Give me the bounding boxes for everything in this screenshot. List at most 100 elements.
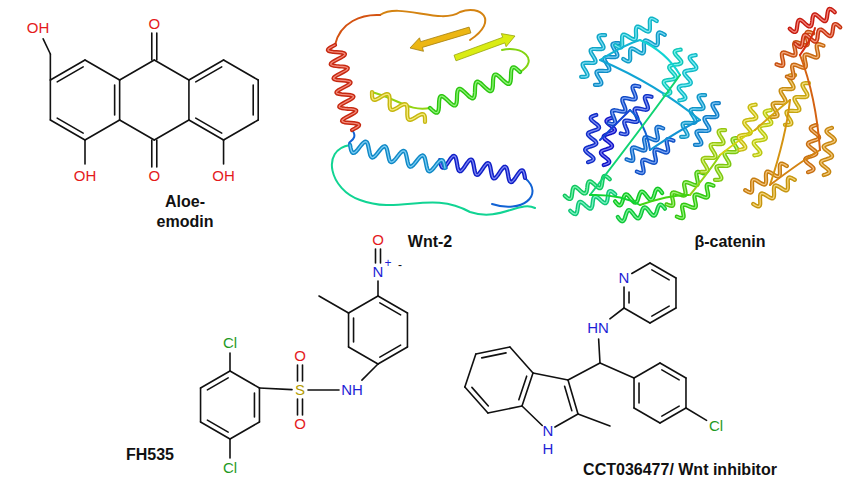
chemical-bond [252, 85, 254, 115]
protein-helix-highlight [430, 67, 520, 112]
protein-helix [795, 24, 840, 47]
chemical-bond [634, 363, 660, 378]
protein-helix-highlight [623, 32, 665, 61]
protein-helix-highlight [440, 156, 525, 182]
chemical-bond [57, 67, 83, 82]
protein-helix [785, 83, 809, 125]
atom-label: Cl [223, 335, 237, 352]
chemical-bond [623, 287, 625, 308]
atom-label: NH [341, 382, 363, 399]
chemical-bond [297, 399, 299, 415]
atom-label: N [373, 264, 384, 281]
chemical-bond [488, 406, 522, 413]
chemical-bond [348, 313, 350, 347]
chemical-bond [229, 353, 231, 371]
chemical-bond [610, 308, 624, 319]
atom-label: Cl [223, 460, 237, 477]
protein-helix [637, 139, 674, 173]
atom-label: S [295, 382, 305, 399]
protein-helix [790, 9, 835, 32]
protein-helix-highlight [787, 44, 824, 78]
protein-helix-highlight [667, 172, 704, 206]
atom-label: O [294, 348, 306, 365]
chemical-bond [297, 365, 299, 381]
compound-name: CCT036477/ Wnt inhibitor [583, 460, 777, 480]
chemical-bond [407, 313, 409, 347]
protein-loop [335, 15, 380, 45]
compound-name: Aloe- emodin [153, 192, 217, 232]
chemical-bond [154, 60, 189, 80]
chemical-bond [638, 383, 640, 403]
chemical-bond [50, 80, 52, 120]
chemical-bond [353, 318, 355, 342]
chemical-bond [57, 118, 83, 133]
chemical-bond [628, 292, 630, 303]
protein-loop [332, 145, 535, 215]
chemical-bond [84, 140, 86, 164]
chemical-bond [151, 140, 153, 167]
protein-helix-highlight [821, 128, 835, 175]
chemical-bond [380, 249, 382, 263]
protein-helix [667, 172, 704, 206]
protein-helix [618, 205, 665, 222]
atom-label: N [543, 423, 554, 440]
protein-loop [640, 195, 690, 205]
chemical-bond [230, 422, 259, 439]
chemical-bond [151, 33, 153, 60]
protein-loop [380, 10, 485, 40]
protein-helix-highlight [618, 205, 665, 222]
protein-helix-highlight [695, 103, 719, 145]
protein-helix [695, 103, 719, 145]
protein-helix-highlight [679, 55, 697, 100]
chemical-bond [120, 120, 155, 140]
atom-label: O [148, 16, 160, 33]
chemical-bond [85, 120, 120, 140]
chemical-bond [349, 347, 378, 364]
chemical-bond [259, 388, 292, 390]
protein-helix [430, 67, 520, 112]
chemical-bond [362, 364, 378, 380]
protein-helix [821, 128, 835, 175]
chemical-bond [375, 249, 377, 263]
chemical-bond [254, 393, 256, 417]
chemical-bond [224, 60, 259, 80]
protein-helix [805, 125, 819, 172]
chemical-bond [188, 80, 190, 120]
protein-loop [800, 28, 815, 55]
chemical-bond [662, 406, 679, 416]
protein-helix-highlight [328, 45, 359, 130]
chemical-bond [302, 399, 304, 415]
protein-name: Wnt-2 [408, 232, 452, 252]
atom-label: HN [587, 320, 609, 337]
chemical-bond [686, 408, 707, 420]
protein-loop [770, 150, 820, 185]
protein-helix [608, 86, 639, 124]
protein-helix [585, 115, 599, 162]
protein-name: β-catenin [694, 232, 765, 252]
chemical-bond [522, 373, 533, 406]
chemical-bond [568, 380, 578, 414]
chemical-bond [377, 281, 379, 296]
chemical-bond [114, 85, 116, 115]
protein-helix-highlight [350, 142, 445, 172]
chemical-bond [380, 303, 401, 315]
protein-loop [590, 195, 640, 205]
chemical-bond [634, 408, 660, 423]
protein-loop [800, 55, 820, 150]
protein-loop [590, 75, 680, 195]
chemical-bond [319, 296, 349, 313]
chemical-bond [652, 306, 669, 316]
chemical-bond [207, 420, 228, 432]
protein-loop [600, 60, 700, 120]
protein-loop [640, 40, 680, 75]
protein-helix-highlight [637, 139, 674, 173]
atom-label: O [372, 232, 384, 249]
protein-helix [787, 44, 824, 78]
chemical-bond [465, 387, 488, 413]
chemical-bond [259, 388, 261, 422]
chemical-bond [600, 363, 634, 378]
chemical-bond [224, 120, 259, 140]
atom-label: OH [212, 168, 235, 185]
protein-strand [454, 34, 515, 61]
chemical-bond [230, 371, 259, 388]
